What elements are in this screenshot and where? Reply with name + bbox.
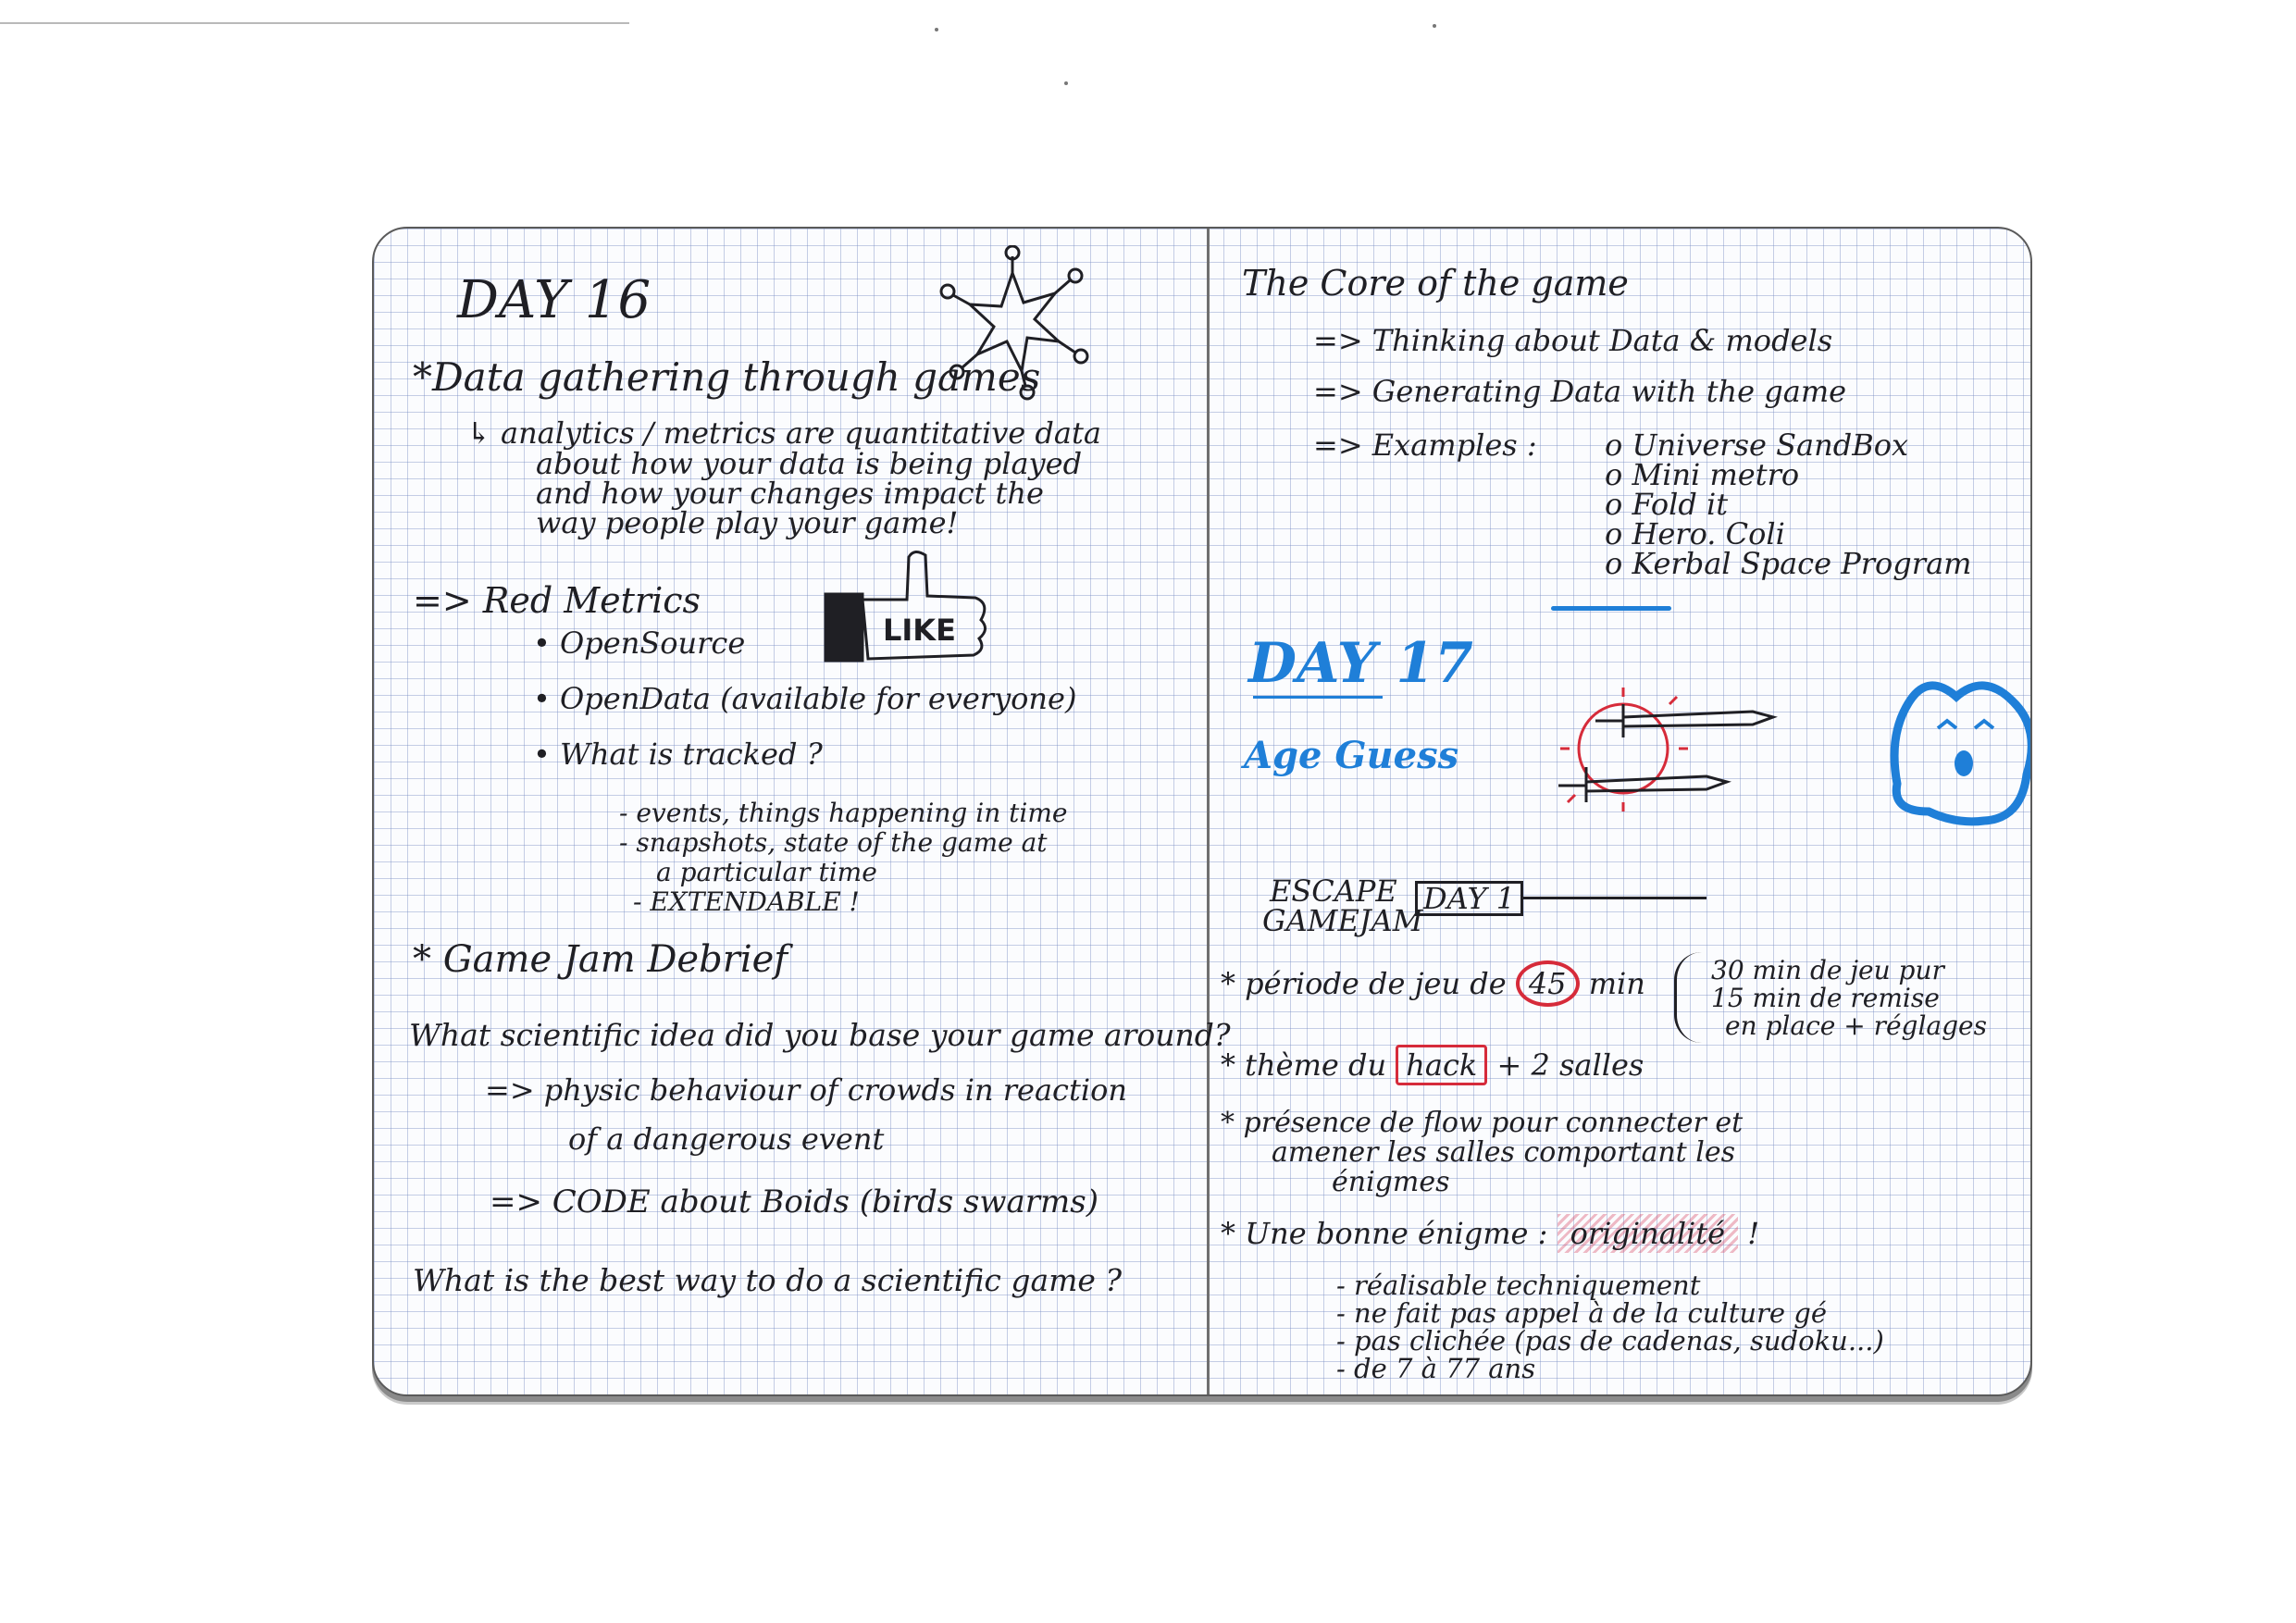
escape-day-1-box: DAY 1	[1415, 881, 1524, 916]
data-gathering-heading: *Data gathering through games	[413, 354, 1041, 400]
play-period-settings: en place + réglages	[1725, 1010, 1987, 1041]
core-thinking-data: => Thinking about Data & models	[1313, 323, 1833, 358]
like-label: LIKE	[883, 613, 956, 648]
play-period-prefix: * période de jeu de	[1221, 966, 1507, 1001]
notebook-spread: DAY 16 *Data gathering through games ↳ a…	[372, 227, 2032, 1396]
scan-edge-line	[0, 22, 629, 24]
day-17-underline	[1253, 696, 1383, 699]
theme-suffix: + 2 salles	[1496, 1047, 1644, 1083]
gamejam-label: GAMEJAM	[1262, 903, 1423, 938]
analytics-line-4: way people play your game!	[536, 505, 959, 540]
bullet-opendata: • OpenData (available for everyone)	[533, 681, 1077, 716]
answer-boids-code: => CODE about Boids (birds swarms)	[490, 1183, 1098, 1220]
tracked-events: - events, things happening in time	[619, 798, 1068, 828]
analytics-line-2: about how your data is being played	[536, 446, 1083, 481]
core-of-game-heading: The Core of the game	[1242, 263, 1629, 304]
scan-speck	[1064, 81, 1068, 85]
escape-rule-line	[1521, 897, 1706, 899]
example-fold-it: o Fold it	[1605, 487, 1729, 522]
core-generating-data: => Generating Data with the game	[1313, 374, 1847, 409]
scan-speck	[1433, 24, 1436, 28]
curly-bracket	[1674, 952, 1708, 1043]
circled-minutes: 45	[1515, 960, 1580, 1007]
theme-line: * thème du hack + 2 salles	[1221, 1045, 1644, 1085]
scan-speck	[935, 28, 938, 31]
notebook-spine	[1207, 229, 1210, 1394]
swords-sun-doodle-icon	[1558, 681, 2030, 826]
good-enigma-bang: !	[1747, 1216, 1760, 1251]
flow-line-1: * présence de flow pour connecter et	[1221, 1107, 1744, 1139]
day-16-title: DAY 16	[457, 270, 652, 330]
criterion-no-general-culture: - ne fait pas appel à de la culture gé	[1336, 1297, 1828, 1329]
tracked-snapshots: - snapshots, state of the game at	[619, 827, 1048, 858]
game-jam-debrief-heading: * Game Jam Debrief	[413, 938, 788, 981]
answer-crowd-behaviour: => physic behaviour of crowds in reactio…	[485, 1072, 1127, 1108]
tracked-extendable: - EXTENDABLE !	[633, 886, 860, 917]
flow-line-2: amener les salles comportant les	[1272, 1136, 1735, 1169]
play-period-reset: 15 min de remise	[1711, 983, 1940, 1013]
example-hero-coli: o Hero. Coli	[1605, 516, 1785, 551]
flow-line-3: énigmes	[1332, 1166, 1450, 1198]
age-guess-label: Age Guess	[1244, 734, 1459, 777]
play-period-pure-play: 30 min de jeu pur	[1711, 955, 1944, 985]
bullet-opensource: • OpenSource	[533, 626, 746, 661]
escape-label: ESCAPE	[1270, 873, 1397, 909]
example-kerbal-space-program: o Kerbal Space Program	[1605, 546, 1972, 581]
question-scientific-idea: What scientific idea did you base your g…	[409, 1017, 1231, 1053]
example-universe-sandbox: o Universe SandBox	[1605, 427, 1909, 463]
criterion-ages: - de 7 à 77 ans	[1336, 1353, 1536, 1384]
question-best-scientific-game: What is the best way to do a scientific …	[413, 1262, 1123, 1298]
core-examples-label: => Examples :	[1313, 427, 1537, 463]
play-period: * période de jeu de 45 min	[1221, 960, 1645, 1007]
network-star-icon	[939, 245, 1089, 401]
analytics-line-3: and how your changes impact the	[536, 476, 1044, 511]
play-period-suffix: min	[1588, 966, 1645, 1001]
criterion-feasible: - réalisable techniquement	[1336, 1270, 1701, 1301]
theme-prefix: * thème du	[1221, 1047, 1387, 1083]
blue-underline	[1551, 606, 1671, 611]
answer-dangerous-event: of a dangerous event	[568, 1121, 885, 1157]
criterion-not-cliche: - pas clichée (pas de cadenas, sudoku...…	[1336, 1325, 1884, 1357]
analytics-line-1: ↳ analytics / metrics are quantitative d…	[466, 415, 1101, 451]
good-enigma-prefix: * Une bonne énigme :	[1221, 1216, 1548, 1251]
bullet-what-is-tracked: • What is tracked ?	[533, 737, 823, 772]
tracked-snapshots-cont: a particular time	[656, 857, 877, 887]
day-17-title: DAY 17	[1248, 631, 1473, 696]
thumbs-up-like-icon: LIKE	[824, 551, 987, 663]
theme-hack-boxed: hack	[1396, 1045, 1488, 1085]
example-mini-metro: o Mini metro	[1605, 457, 1800, 492]
good-enigma-line: * Une bonne énigme : originalité !	[1221, 1214, 1760, 1253]
red-metrics-heading: => Red Metrics	[413, 580, 701, 621]
originality-hatched: originalité	[1557, 1214, 1739, 1253]
